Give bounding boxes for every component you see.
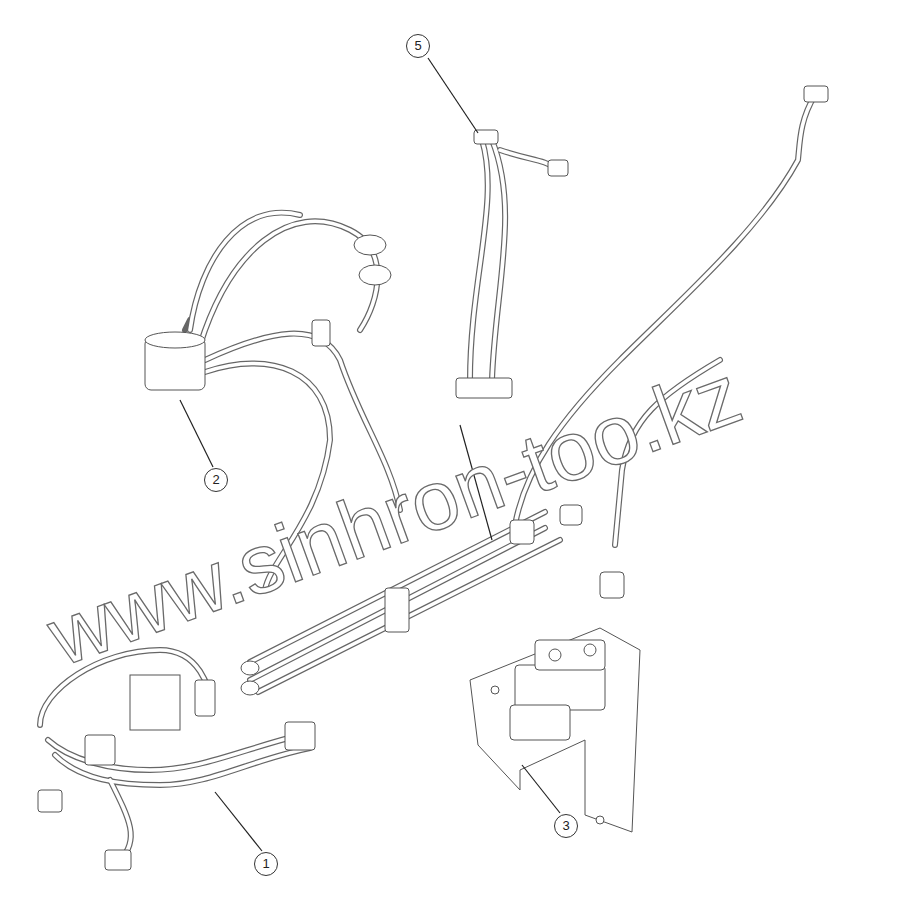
callout-number: 2 — [204, 468, 228, 492]
callout-number: 3 — [554, 814, 578, 838]
callout-number: 1 — [254, 852, 278, 876]
callout-number: 5 — [406, 34, 430, 58]
